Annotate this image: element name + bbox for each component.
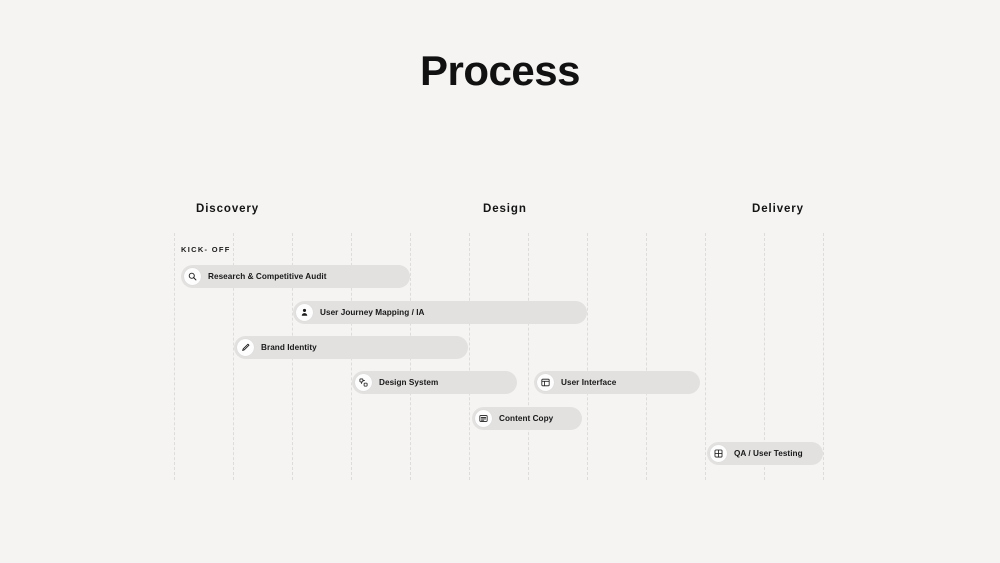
task-bar[interactable]: User Journey Mapping / IA	[293, 301, 587, 324]
timeline-gridline	[764, 233, 765, 480]
page-title: Process	[420, 47, 580, 94]
phase-header-discovery: Discovery	[196, 203, 260, 215]
phase-header-delivery: Delivery	[752, 203, 804, 215]
timeline-gridline	[587, 233, 588, 480]
timeline-gridline	[233, 233, 234, 480]
task-label: Content Copy	[499, 414, 554, 423]
task-bar[interactable]: QA / User Testing	[707, 442, 823, 465]
task-label: QA / User Testing	[734, 449, 803, 458]
task-label: User Interface	[561, 378, 617, 387]
task-label: Design System	[379, 378, 439, 387]
timeline-gridline	[469, 233, 470, 480]
timeline-gridline	[705, 233, 706, 480]
search-icon	[184, 268, 201, 285]
checklist-icon	[710, 445, 727, 462]
components-icon	[355, 374, 372, 391]
task-label: User Journey Mapping / IA	[320, 308, 425, 317]
kickoff-marker-label: KICK- OFF	[181, 245, 231, 254]
task-bar[interactable]: Design System	[352, 371, 517, 394]
timeline-gridline	[174, 233, 175, 480]
text-icon	[475, 410, 492, 427]
timeline-gridline	[823, 233, 824, 480]
layout-icon	[537, 374, 554, 391]
task-bar[interactable]: Content Copy	[472, 407, 582, 430]
task-label: Brand Identity	[261, 343, 317, 352]
task-label: Research & Competitive Audit	[208, 272, 327, 281]
task-bar[interactable]: Brand Identity	[234, 336, 468, 359]
task-bar[interactable]: User Interface	[534, 371, 700, 394]
pen-icon	[237, 339, 254, 356]
timeline-gridline	[646, 233, 647, 480]
task-bar[interactable]: Research & Competitive Audit	[181, 265, 410, 288]
timeline-gridline	[528, 233, 529, 480]
user-route-icon	[296, 304, 313, 321]
phase-header-design: Design	[483, 203, 527, 215]
